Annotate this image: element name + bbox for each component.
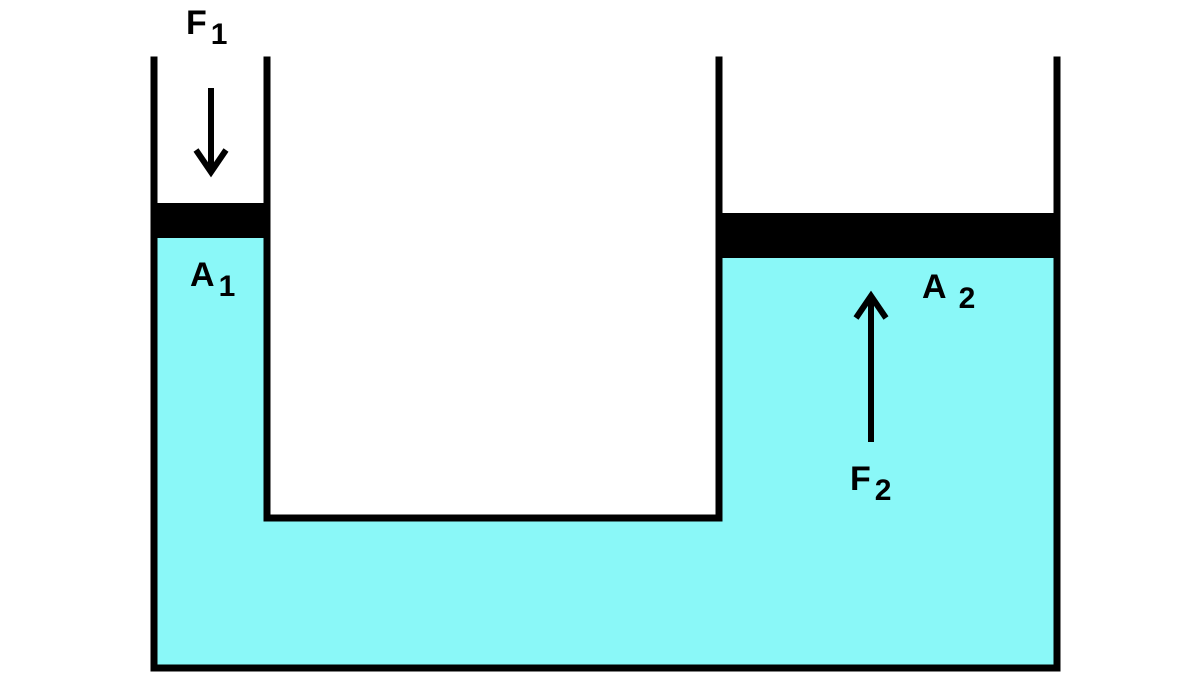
small-piston [153, 203, 268, 238]
fluid-region [153, 238, 1058, 668]
label-f1-main: F [186, 4, 207, 42]
label-a2-main: A [922, 268, 947, 306]
label-f2-sub: 2 [874, 474, 892, 507]
force-arrow-down-icon [193, 88, 229, 178]
force-arrow-up-icon [853, 290, 889, 442]
label-a2-sub: 2 [958, 282, 976, 315]
label-a1-sub: 1 [218, 270, 236, 303]
label-f1-sub: 1 [210, 18, 228, 51]
large-piston [718, 213, 1058, 258]
label-f2-main: F [850, 460, 871, 498]
container-walls [150, 56, 1061, 672]
label-a1-main: A [190, 256, 215, 294]
